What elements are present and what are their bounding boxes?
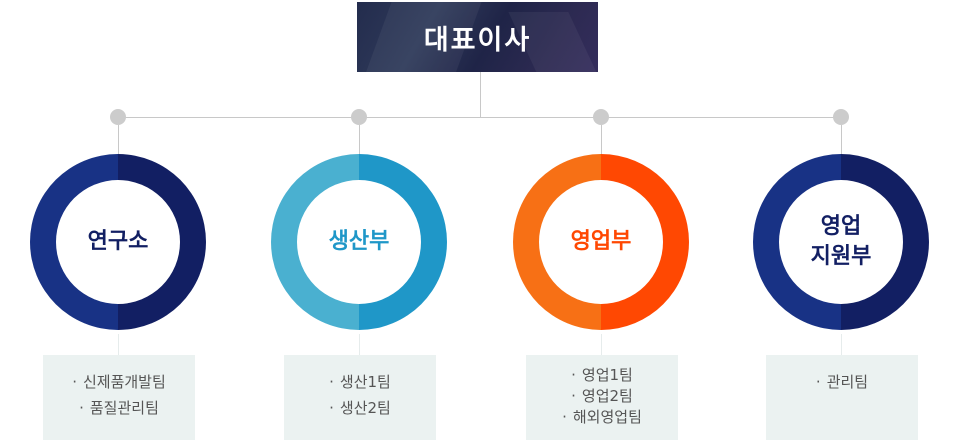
team-item: 관리팀 [816, 369, 868, 395]
connector-dot [110, 109, 126, 125]
team-item: 영업2팀 [571, 386, 633, 407]
team-list-box: 생산1팀생산2팀 [284, 355, 436, 440]
team-list: 신제품개발팀품질관리팀 [43, 369, 195, 421]
department-label: 영업 지원부 [779, 180, 903, 304]
connector-dot [593, 109, 609, 125]
team-list-box: 신제품개발팀품질관리팀 [43, 355, 195, 440]
department-ring: 영업 지원부 [753, 154, 929, 330]
connector-teams [359, 334, 360, 355]
department-label: 영업부 [539, 180, 663, 304]
team-item: 생산1팀 [329, 369, 391, 395]
department-ring: 생산부 [271, 154, 447, 330]
connector-dept [359, 125, 360, 154]
team-item: 해외영업팀 [562, 407, 642, 428]
department-name: 영업부 [570, 229, 632, 254]
ceo-label: 대표이사 [423, 24, 532, 56]
team-list: 관리팀 [766, 369, 918, 395]
connector-dot [833, 109, 849, 125]
team-list: 생산1팀생산2팀 [284, 369, 436, 421]
department-name: 생산부 [328, 229, 390, 254]
ceo-box: 대표이사 [357, 2, 598, 72]
department-name: 영업 [820, 214, 862, 239]
connector-dot [351, 109, 367, 125]
department-ring: 영업부 [513, 154, 689, 330]
team-item: 신제품개발팀 [72, 369, 166, 395]
team-item: 영업1팀 [571, 365, 633, 386]
connector-ceo [480, 72, 481, 117]
team-item: 생산2팀 [329, 395, 391, 421]
team-list: 영업1팀영업2팀해외영업팀 [526, 365, 678, 428]
connector-teams [118, 334, 119, 355]
connector-horizontal [118, 117, 841, 118]
connector-dept [118, 125, 119, 154]
team-item: 품질관리팀 [79, 395, 159, 421]
team-list-box: 영업1팀영업2팀해외영업팀 [526, 355, 678, 440]
connector-dept [841, 125, 842, 154]
connector-dept [601, 125, 602, 154]
team-list-box: 관리팀 [766, 355, 918, 440]
department-label: 생산부 [297, 180, 421, 304]
connector-teams [601, 334, 602, 355]
department-name-line2: 지원부 [810, 244, 872, 269]
connector-teams [841, 334, 842, 355]
department-label: 연구소 [56, 180, 180, 304]
department-ring: 연구소 [30, 154, 206, 330]
department-name: 연구소 [87, 229, 149, 254]
